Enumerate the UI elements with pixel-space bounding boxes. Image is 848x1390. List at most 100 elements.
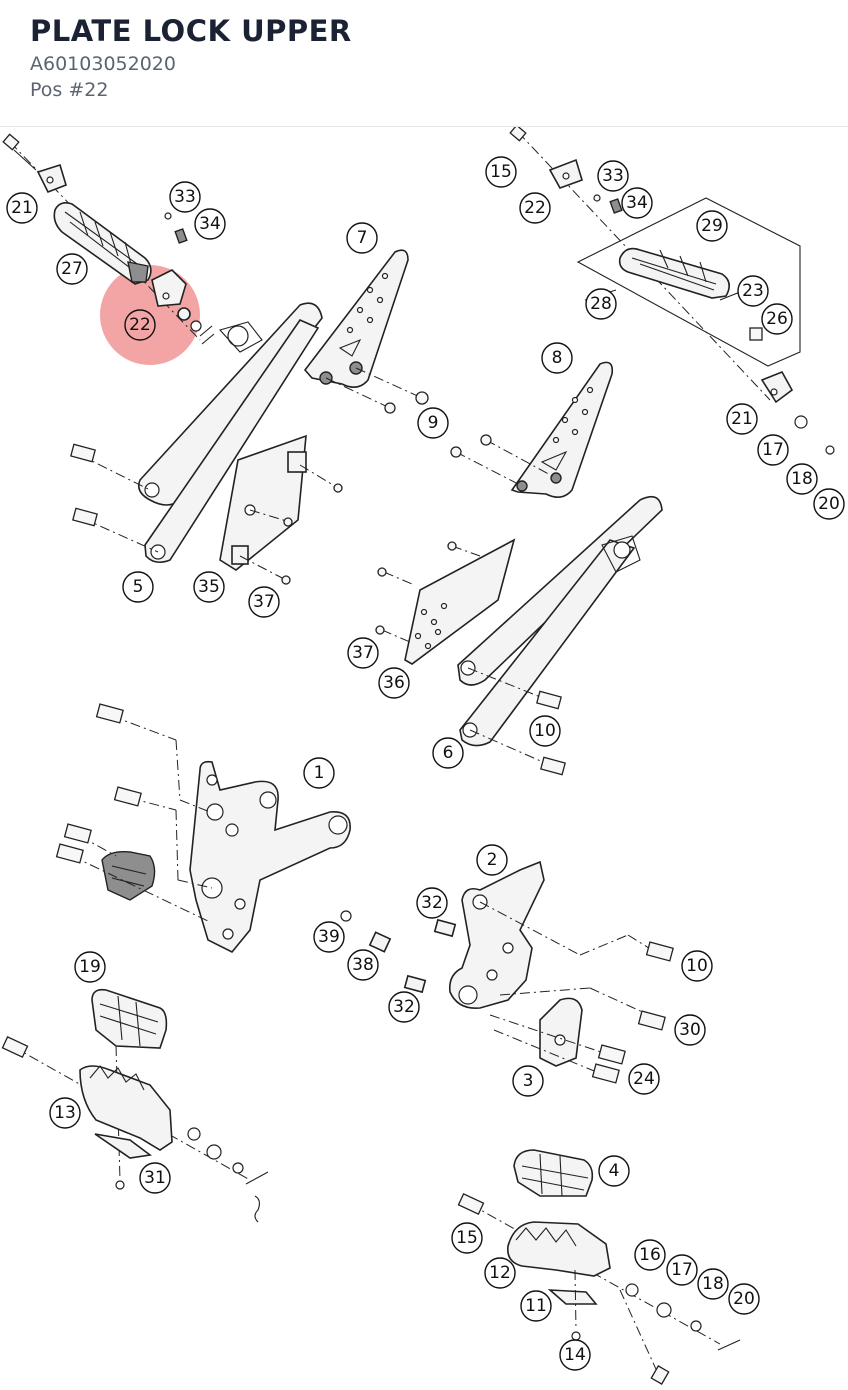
callout-10[interactable]: 10 — [681, 950, 713, 982]
heel-plate-8-group — [450, 361, 614, 498]
callout-16[interactable]: 16 — [634, 1239, 666, 1271]
position-number: Pos #22 — [30, 79, 109, 101]
callout-circle — [520, 1290, 552, 1322]
callout-22[interactable]: 22 — [519, 192, 551, 224]
callout-28[interactable]: 28 — [585, 288, 617, 320]
callout-18[interactable]: 18 — [697, 1268, 729, 1300]
callout-circle — [248, 586, 280, 618]
callout-circle — [347, 637, 379, 669]
callout-32[interactable]: 32 — [416, 887, 448, 919]
callout-33[interactable]: 33 — [597, 160, 629, 192]
callout-number: 20 — [733, 1289, 755, 1309]
part-number: A60103052020 — [30, 53, 176, 75]
callout-number: 16 — [639, 1245, 661, 1265]
callout-34[interactable]: 34 — [621, 187, 653, 219]
page-title: PLATE LOCK UPPER — [30, 14, 352, 48]
left-bracket-group — [70, 302, 343, 585]
callout-2[interactable]: 2 — [476, 844, 508, 876]
callout-number: 32 — [393, 997, 415, 1017]
callout-39[interactable]: 39 — [313, 921, 345, 953]
callout-circle — [512, 1065, 544, 1097]
callout-19[interactable]: 19 — [74, 951, 106, 983]
callout-number: 34 — [199, 214, 221, 234]
callout-24[interactable]: 24 — [628, 1063, 660, 1095]
callout-circle — [416, 887, 448, 919]
callout-circle — [49, 1097, 81, 1129]
callout-number: 34 — [626, 193, 648, 213]
exploded-parts-diagram: 2133342722715223334292326288921171820535… — [1, 127, 845, 1385]
callout-1[interactable]: 1 — [303, 757, 335, 789]
callout-5[interactable]: 5 — [122, 571, 154, 603]
callout-number: 27 — [61, 259, 83, 279]
callout-38[interactable]: 38 — [347, 949, 379, 981]
callout-9[interactable]: 9 — [417, 407, 449, 439]
callout-circle — [634, 1239, 666, 1271]
callout-20[interactable]: 20 — [813, 488, 845, 520]
callout-10[interactable]: 10 — [529, 715, 561, 747]
callout-7[interactable]: 7 — [346, 222, 378, 254]
callout-circle — [697, 1268, 729, 1300]
callout-35[interactable]: 35 — [193, 571, 225, 603]
callout-26[interactable]: 26 — [761, 303, 793, 335]
callout-27[interactable]: 27 — [56, 253, 88, 285]
callout-6[interactable]: 6 — [432, 737, 464, 769]
callout-number: 20 — [818, 494, 840, 514]
callout-20[interactable]: 20 — [728, 1283, 760, 1315]
callout-number: 28 — [590, 294, 612, 314]
callout-15[interactable]: 15 — [451, 1222, 483, 1254]
callout-23[interactable]: 23 — [737, 275, 769, 307]
callout-number: 38 — [352, 955, 374, 975]
callout-number: 37 — [352, 643, 374, 663]
callout-circle — [681, 950, 713, 982]
callout-circle — [737, 275, 769, 307]
callout-circle — [194, 208, 226, 240]
callout-number: 22 — [524, 198, 546, 218]
callout-15[interactable]: 15 — [485, 156, 517, 188]
callout-number: 18 — [702, 1274, 724, 1294]
callout-32[interactable]: 32 — [388, 991, 420, 1023]
callout-circle — [432, 737, 464, 769]
callout-circle — [347, 949, 379, 981]
callout-11[interactable]: 11 — [520, 1290, 552, 1322]
callout-circle — [541, 342, 573, 374]
callout-37[interactable]: 37 — [347, 637, 379, 669]
callout-number: 4 — [609, 1161, 620, 1181]
callout-34[interactable]: 34 — [194, 208, 226, 240]
callout-circle — [813, 488, 845, 520]
bottom-right-footpeg-group — [457, 1149, 741, 1385]
callout-37[interactable]: 37 — [248, 586, 280, 618]
callout-circle — [674, 1014, 706, 1046]
callout-13[interactable]: 13 — [49, 1097, 81, 1129]
callout-circle — [628, 1063, 660, 1095]
callout-circle — [786, 463, 818, 495]
callout-14[interactable]: 14 — [559, 1339, 591, 1371]
callout-29[interactable]: 29 — [696, 210, 728, 242]
callout-22[interactable]: 22 — [124, 309, 156, 341]
callout-21[interactable]: 21 — [726, 403, 758, 435]
callout-number: 29 — [701, 216, 723, 236]
callout-36[interactable]: 36 — [378, 667, 410, 699]
callout-17[interactable]: 17 — [666, 1254, 698, 1286]
callout-circle — [728, 1283, 760, 1315]
callout-number: 22 — [129, 315, 151, 335]
callout-12[interactable]: 12 — [484, 1257, 516, 1289]
top-left-footpeg-group — [2, 133, 215, 345]
callout-21[interactable]: 21 — [6, 192, 38, 224]
callout-number: 26 — [766, 309, 788, 329]
callout-17[interactable]: 17 — [757, 434, 789, 466]
callout-30[interactable]: 30 — [674, 1014, 706, 1046]
callout-3[interactable]: 3 — [512, 1065, 544, 1097]
callout-33[interactable]: 33 — [169, 181, 201, 213]
callout-circle — [761, 303, 793, 335]
top-right-footpeg-group — [509, 127, 835, 455]
callout-circle — [388, 991, 420, 1023]
callout-8[interactable]: 8 — [541, 342, 573, 374]
callout-number: 21 — [731, 409, 753, 429]
heel-plate-7-group — [303, 249, 429, 414]
callout-number: 13 — [54, 1103, 76, 1123]
callout-4[interactable]: 4 — [598, 1155, 630, 1187]
callout-18[interactable]: 18 — [786, 463, 818, 495]
callout-circle — [313, 921, 345, 953]
callout-number: 33 — [602, 166, 624, 186]
callout-31[interactable]: 31 — [139, 1162, 171, 1194]
